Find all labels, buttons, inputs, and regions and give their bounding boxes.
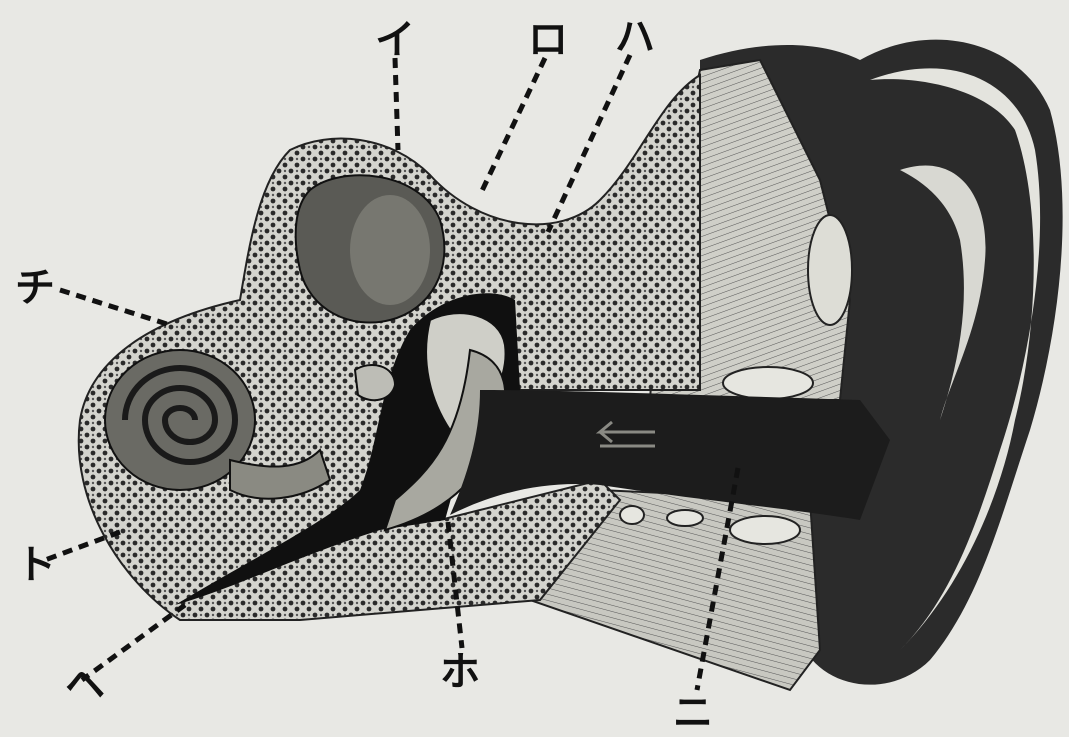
label-ha: ハ <box>615 17 655 57</box>
leader-line-i <box>395 58 398 150</box>
leader-line-chi <box>60 290 170 325</box>
label-he: ヘ <box>65 665 105 705</box>
upper-gland <box>808 215 852 325</box>
label-ni: ニ <box>673 693 713 733</box>
label-chi: チ <box>15 268 55 308</box>
label-ro: ロ <box>528 20 568 60</box>
label-to: ト <box>16 545 56 585</box>
leader-line-ro <box>480 58 545 195</box>
upper-gland-small <box>723 367 813 399</box>
label-ho: ホ <box>440 652 480 692</box>
label-i: イ <box>375 20 415 60</box>
